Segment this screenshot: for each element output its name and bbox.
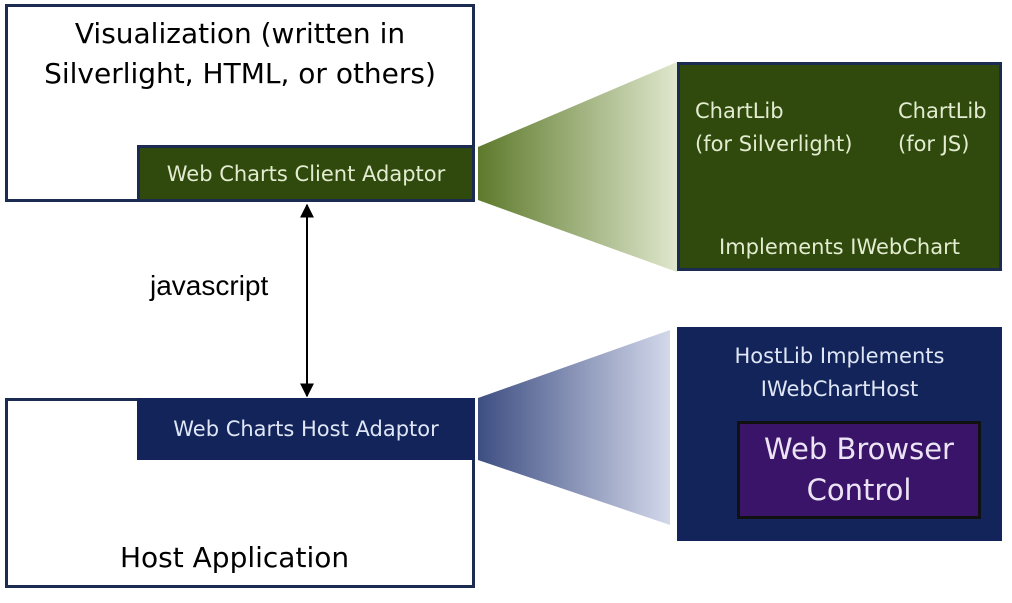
chartlib-silverlight-name: ChartLib	[695, 99, 784, 123]
chartlib-js: ChartLib (for JS)	[898, 95, 987, 161]
chartlib-js-name: ChartLib	[898, 99, 987, 123]
host-application-title: Host Application	[120, 541, 350, 574]
visualization-title-line2: Silverlight, HTML, or others)	[44, 57, 436, 90]
hostlib-implements-line1: HostLib Implements	[734, 344, 945, 368]
chartlib-implements-label: Implements IWebChart	[719, 235, 960, 259]
hostlib-implements-line2: IWebChartHost	[760, 377, 919, 401]
client-expansion-wedge	[478, 62, 677, 272]
client-adaptor-label: Web Charts Client Adaptor	[166, 161, 446, 186]
chartlib-panel: ChartLib (for Silverlight) ChartLib (for…	[677, 62, 1002, 271]
host-adaptor-label: Web Charts Host Adaptor	[173, 417, 439, 441]
chartlib-js-target: (for JS)	[898, 132, 970, 156]
web-browser-control-line1: Web Browser	[764, 432, 954, 466]
web-browser-control-line2: Control	[806, 473, 912, 507]
visualization-title-line1: Visualization (written in	[74, 17, 406, 50]
visualization-title: Visualization (written in Silverlight, H…	[20, 14, 460, 94]
chartlib-silverlight-target: (for Silverlight)	[695, 132, 853, 156]
javascript-label: javascript	[150, 270, 269, 301]
hostlib-implements-label: HostLib Implements IWebChartHost	[677, 340, 1002, 406]
host-adaptor-box: Web Charts Host Adaptor	[137, 398, 475, 460]
web-browser-control-box: Web Browser Control	[737, 421, 981, 519]
client-adaptor-box: Web Charts Client Adaptor	[137, 145, 475, 202]
chartlib-silverlight: ChartLib (for Silverlight)	[695, 95, 852, 161]
host-expansion-wedge	[478, 330, 670, 525]
